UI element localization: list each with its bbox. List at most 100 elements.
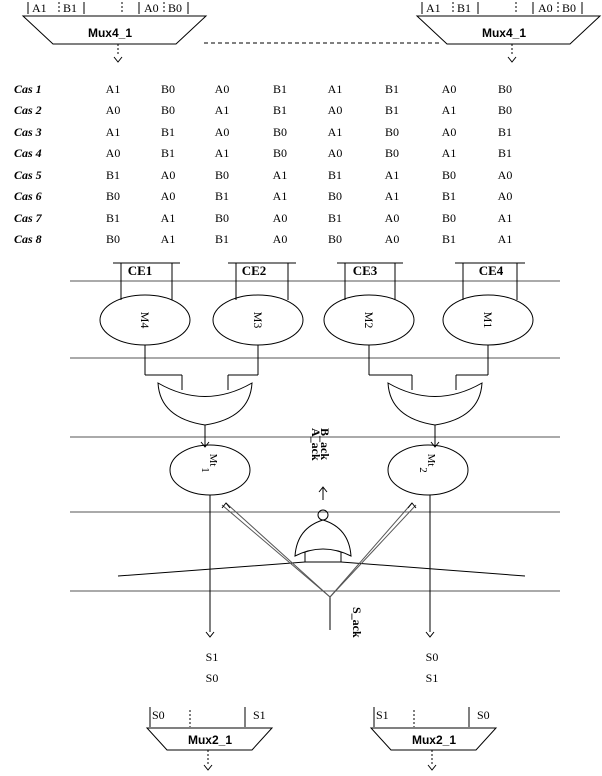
mt-index-label: 2: [417, 467, 429, 473]
output-label: S0: [426, 650, 439, 664]
case-value: B1: [385, 82, 399, 96]
sack-fan-line-2: [329, 504, 417, 598]
case-value: B0: [273, 125, 287, 139]
case-value: B1: [161, 125, 175, 139]
case-value: A0: [161, 189, 176, 203]
ack-label-a: A_ack: [309, 428, 323, 461]
case-value: A1: [161, 211, 176, 225]
case-value: B0: [273, 146, 287, 160]
case-value: A1: [442, 146, 457, 160]
case-value: B0: [328, 232, 342, 246]
ce-label: CE4: [479, 263, 504, 278]
mux4-2-input-label: B1: [457, 1, 471, 15]
nor-feedback-arrow: [318, 486, 328, 493]
case-value: B0: [106, 232, 120, 246]
case-value: B1: [442, 232, 456, 246]
case-value: B0: [385, 125, 399, 139]
case-value: B1: [273, 82, 287, 96]
case-value: B0: [215, 168, 229, 182]
case-value: B1: [106, 211, 120, 225]
case-value: B1: [328, 168, 342, 182]
module-label: M4: [138, 312, 152, 329]
case-value: A0: [273, 232, 288, 246]
case-value: A0: [161, 168, 176, 182]
case-value: A0: [385, 232, 400, 246]
case-value: A1: [273, 189, 288, 203]
case-value: A1: [328, 82, 343, 96]
case-label: Cas 7: [14, 211, 43, 225]
mt-label: Mt: [207, 454, 219, 467]
case-value: A1: [161, 232, 176, 246]
mux4-1-input-label: B1: [63, 1, 77, 15]
case-label: Cas 1: [14, 82, 42, 96]
mux4-2-input-label: A1: [426, 1, 441, 15]
mux4-1-input-label: A0: [144, 1, 159, 15]
module-label: M2: [362, 312, 376, 329]
nor-gate-body: [294, 519, 352, 557]
case-value: B0: [442, 168, 456, 182]
case-value: B1: [442, 189, 456, 203]
mux2-1-label: Mux2_1: [188, 733, 232, 747]
nor-input-bus: [117, 561, 526, 577]
case-value: A0: [106, 103, 121, 117]
case-value: A1: [498, 211, 513, 225]
case-value: A0: [498, 168, 513, 182]
sack-fan-arrow: [407, 502, 417, 509]
ce-label: CE1: [128, 263, 153, 278]
case-value: B0: [498, 103, 512, 117]
mt-index-label: 1: [199, 467, 211, 473]
case-value: B1: [215, 232, 229, 246]
mux4-2-input-label: A0: [538, 1, 553, 15]
case-value: A1: [215, 103, 230, 117]
case-value: B1: [498, 146, 512, 160]
mux2-1-input-label: S0: [152, 708, 165, 722]
case-value: A0: [328, 146, 343, 160]
case-label: Cas 2: [14, 103, 42, 117]
sack-fan-line: [329, 502, 413, 598]
case-label: Cas 6: [14, 189, 42, 203]
ce-label: CE2: [242, 263, 267, 278]
module-label: M1: [481, 312, 495, 329]
case-value: A0: [385, 211, 400, 225]
mux2-2-label: Mux2_1: [412, 733, 456, 747]
sack-fan-line-2: [221, 504, 331, 598]
case-value: A0: [442, 82, 457, 96]
sack-label: S_ack: [350, 607, 364, 638]
mux2-2-output-arrow: [427, 764, 437, 771]
mux2-2-body: [369, 727, 498, 751]
case-label: Cas 3: [14, 125, 42, 139]
case-value: A1: [215, 146, 230, 160]
case-value: B0: [106, 189, 120, 203]
case-label: Cas 5: [14, 168, 42, 182]
case-value: A1: [106, 82, 121, 96]
mux4-2-label: Mux4_1: [482, 26, 526, 40]
mux2-2-input-label: S1: [376, 708, 389, 722]
case-value: A0: [498, 189, 513, 203]
mux4-1-output-arrow: [113, 56, 123, 63]
case-value: A0: [328, 103, 343, 117]
mt-output-arrow: [425, 631, 435, 638]
mux4-1-label: Mux4_1: [88, 26, 132, 40]
case-value: B1: [385, 103, 399, 117]
mt-module-2: [387, 444, 469, 496]
sack-fan-line: [225, 502, 331, 598]
case-value: B1: [161, 146, 175, 160]
case-value: A1: [385, 168, 400, 182]
output-label: S1: [426, 671, 439, 685]
mt-output-arrow: [205, 631, 215, 638]
case-value: A0: [215, 82, 230, 96]
case-value: B1: [106, 168, 120, 182]
case-value: B0: [385, 146, 399, 160]
case-value: B0: [161, 103, 175, 117]
mt-label: Mt: [425, 454, 437, 467]
case-value: A1: [273, 168, 288, 182]
gate-right-body: [387, 382, 483, 426]
case-value: B1: [328, 211, 342, 225]
ack-label-b: B_ack: [318, 428, 332, 460]
ce-label: CE3: [353, 263, 378, 278]
output-label: S1: [206, 650, 219, 664]
case-value: B1: [498, 125, 512, 139]
case-value: B0: [328, 189, 342, 203]
